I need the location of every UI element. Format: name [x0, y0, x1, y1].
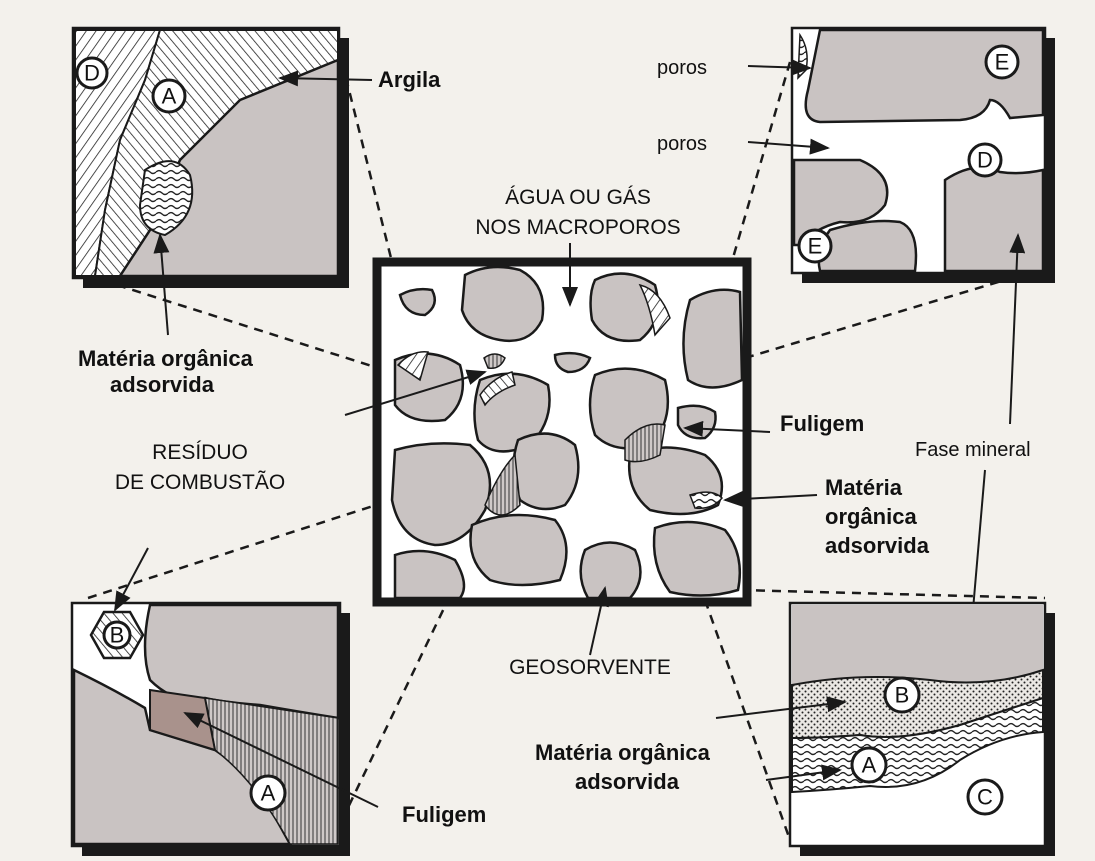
marker-a-label: A	[162, 84, 177, 109]
marker-a-bl: A	[261, 781, 276, 806]
label-materia-br-line1: Matéria orgânica	[535, 740, 711, 765]
label-agua-line1: ÁGUA OU GÁS	[505, 186, 651, 209]
label-poros-2: poros	[657, 133, 707, 155]
label-geosorvente: GEOSORVENTE	[509, 656, 671, 679]
label-argila: Argila	[378, 67, 441, 92]
label-materia-tl-line2: adsorvida	[110, 372, 215, 397]
marker-e-top: E	[995, 50, 1010, 75]
panel-bottom-left: B A	[72, 603, 350, 856]
marker-d-tr: D	[977, 148, 993, 173]
marker-c-br: C	[977, 785, 993, 810]
label-residuo-line1: RESÍDUO	[152, 441, 248, 464]
label-residuo-line2: DE COMBUSTÃO	[115, 470, 285, 494]
label-materia-tl-line1: Matéria orgânica	[78, 346, 254, 371]
label-materia-center-line1: Matéria	[825, 475, 903, 500]
marker-d-label: D	[84, 61, 100, 86]
label-poros-1: poros	[657, 57, 707, 79]
label-materia-br-line2: adsorvida	[575, 769, 680, 794]
marker-b-br: B	[895, 683, 910, 708]
label-materia-center-line2: orgânica	[825, 504, 917, 529]
panel-bottom-right: B A C	[790, 603, 1055, 856]
panel-top-left: D A	[73, 28, 349, 288]
label-materia-center-line3: adsorvida	[825, 533, 930, 558]
label-fase-mineral: Fase mineral	[915, 439, 1031, 461]
label-fuligem-bottom: Fuligem	[402, 802, 486, 827]
marker-e-bottom: E	[808, 234, 823, 259]
label-fuligem-center: Fuligem	[780, 411, 864, 436]
label-agua-line2: NOS MACROPOROS	[475, 216, 680, 239]
residuo-bl-pointer	[115, 548, 148, 610]
marker-a-br: A	[862, 753, 877, 778]
panel-top-right: E D E	[792, 28, 1055, 283]
panel-center	[377, 262, 747, 602]
marker-b-bl: B	[110, 623, 125, 648]
